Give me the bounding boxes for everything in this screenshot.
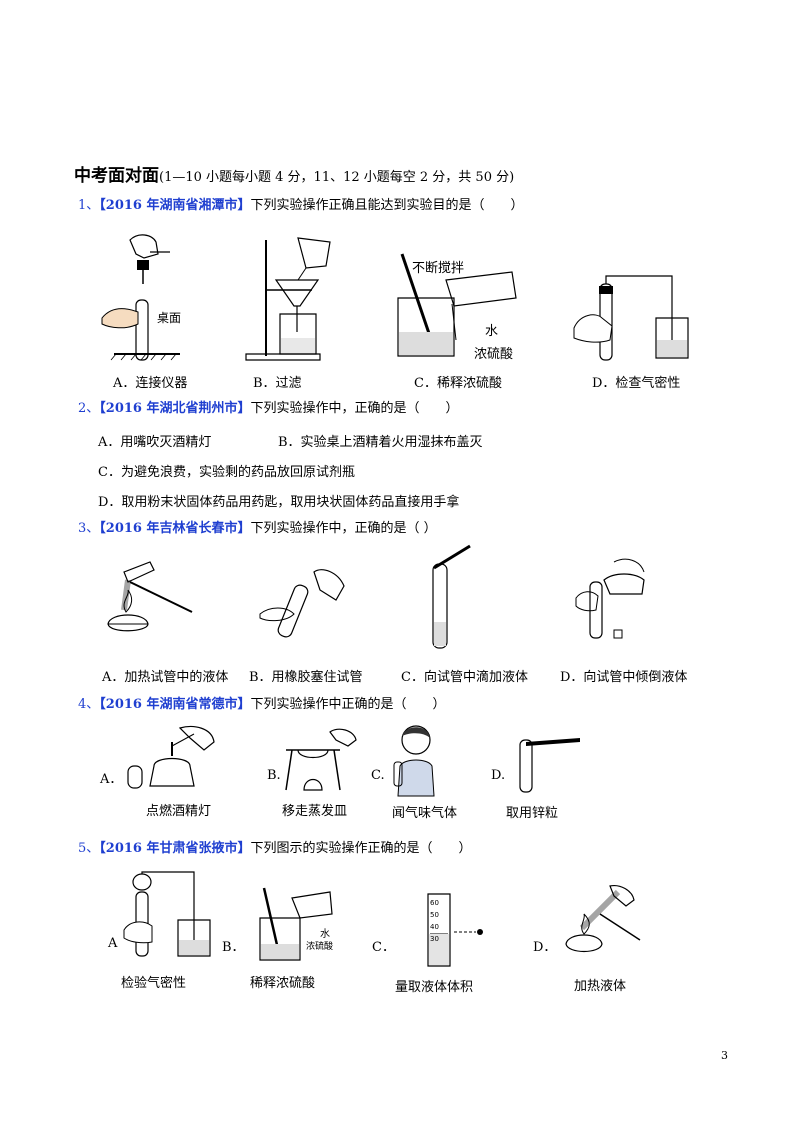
q2-option-c: C．为避免浪费，实验剩的药品放回原试剂瓶 xyxy=(98,465,355,480)
q5-figure-a xyxy=(124,872,214,964)
q4-letter-d: D. xyxy=(491,768,506,783)
q5-label-water: 水 xyxy=(320,929,330,940)
question-source: 【2016 年吉林省长春市】 xyxy=(99,521,251,536)
question-stem: 下列图示的实验操作正确的是（ ） xyxy=(250,841,472,856)
question-1: 1、【2016 年湖南省湘潭市】下列实验操作正确且能达到实验目的是（ ） xyxy=(78,196,524,216)
q4-caption-c: 闻气味气体 xyxy=(392,806,458,821)
question-3: 3、【2016 年吉林省长春市】下列实验操作中，正确的是（ ） xyxy=(78,519,437,539)
question-number: 1、 xyxy=(78,198,100,213)
tick-label: 50 xyxy=(430,911,439,919)
question-source: 【2016 年湖南省常德市】 xyxy=(99,697,251,712)
q4-letter-c: C. xyxy=(371,768,385,783)
q5-letter-d: D． xyxy=(533,940,557,955)
q2-option-b: B．实验桌上酒精着火用湿抹布盖灭 xyxy=(278,435,483,450)
q3-option-b: B．用橡胶塞住试管 xyxy=(249,670,363,685)
q4-caption-b: 移走蒸发皿 xyxy=(282,804,348,819)
q5-label-acid: 浓硫酸 xyxy=(306,942,334,952)
question-source: 【2016 年湖北省荆州市】 xyxy=(99,401,251,416)
q1-option-c: C．稀释浓硫酸 xyxy=(414,376,502,391)
q4-letter-a: A． xyxy=(100,772,123,787)
q4-figure-c xyxy=(384,722,440,796)
q1-option-a: A．连接仪器 xyxy=(113,376,188,391)
question-2: 2、【2016 年湖北省荆州市】下列实验操作中，正确的是（ ） xyxy=(78,399,459,419)
q3-figure-d xyxy=(574,554,664,646)
question-number: 3、 xyxy=(78,521,100,536)
q5-caption-b: 稀释浓硫酸 xyxy=(250,976,316,991)
q4-caption-a: 点燃酒精灯 xyxy=(146,804,212,819)
page-number: 3 xyxy=(721,1049,728,1062)
q1-figure-b xyxy=(240,238,340,364)
question-number: 5、 xyxy=(78,841,100,856)
q5-caption-a: 检验气密性 xyxy=(121,976,187,991)
q4-caption-d: 取用锌粒 xyxy=(506,806,559,821)
q3-option-a: A．加热试管中的液体 xyxy=(102,670,229,685)
q5-letter-b: B． xyxy=(222,940,245,955)
q1-option-b: B．过滤 xyxy=(253,376,302,391)
q1-label-desk: 桌面 xyxy=(157,311,182,325)
question-number: 4、 xyxy=(78,697,100,712)
section-heading: 中考面对面(1—10 小题每小题 4 分，11、12 小题每空 2 分，共 50… xyxy=(74,166,514,188)
q1-figure-c xyxy=(394,254,524,364)
q4-letter-b: B. xyxy=(267,768,281,783)
q5-caption-d: 加热液体 xyxy=(574,979,627,994)
q4-figure-d xyxy=(516,738,580,794)
q3-option-c: C．向试管中滴加液体 xyxy=(401,670,528,685)
question-source: 【2016 年湖南省湘潭市】 xyxy=(99,198,251,213)
q1-label-stir: 不断搅拌 xyxy=(412,261,465,276)
question-number: 2、 xyxy=(78,401,100,416)
q1-label-water: 水 xyxy=(485,324,499,339)
q1-option-d: D．检查气密性 xyxy=(592,376,681,391)
q5-figure-d xyxy=(564,884,644,960)
q5-letter-c: C． xyxy=(372,940,395,955)
question-stem: 下列实验操作中正确的是（ ） xyxy=(250,697,446,712)
tick-label: 40 xyxy=(430,923,439,931)
tick-label: 60 xyxy=(430,899,439,907)
q4-figure-a xyxy=(124,724,224,794)
q2-option-d: D．取用粉末状固体药品用药匙，取用块状固体药品直接用手拿 xyxy=(98,495,460,510)
question-4: 4、【2016 年湖南省常德市】下列实验操作中正确的是（ ） xyxy=(78,695,446,715)
scoring-note: (1—10 小题每小题 4 分，11、12 小题每空 2 分，共 50 分) xyxy=(159,170,515,185)
section-title: 中考面对面 xyxy=(74,166,159,186)
question-source: 【2016 年甘肃省张掖市】 xyxy=(99,841,251,856)
q4-figure-b xyxy=(282,726,362,794)
q3-figure-c xyxy=(404,546,504,650)
q1-figure-d xyxy=(570,274,700,366)
q5-figure-c xyxy=(424,892,483,968)
q2-option-a: A．用嘴吹灭酒精灯 xyxy=(98,435,212,450)
q3-option-d: D．向试管中倾倒液体 xyxy=(560,670,688,685)
q3-figure-a xyxy=(100,562,200,642)
tick-label: 30 xyxy=(430,935,439,943)
question-5: 5、【2016 年甘肃省张掖市】下列图示的实验操作正确的是（ ） xyxy=(78,839,472,859)
question-stem: 下列实验操作中，正确的是（ ） xyxy=(250,521,437,536)
q5-cylinder-ticks: 60 50 40 30 xyxy=(430,897,439,945)
q5-figure-b xyxy=(256,888,336,964)
q5-letter-a: A xyxy=(108,936,118,951)
question-stem: 下列实验操作正确且能达到实验目的是（ ） xyxy=(250,198,524,213)
q1-figure-a xyxy=(100,232,180,364)
question-stem: 下列实验操作中，正确的是（ ） xyxy=(250,401,459,416)
q5-caption-c: 量取液体体积 xyxy=(395,980,474,995)
q1-label-acid: 浓硫酸 xyxy=(474,347,514,362)
q3-figure-b xyxy=(256,562,356,642)
